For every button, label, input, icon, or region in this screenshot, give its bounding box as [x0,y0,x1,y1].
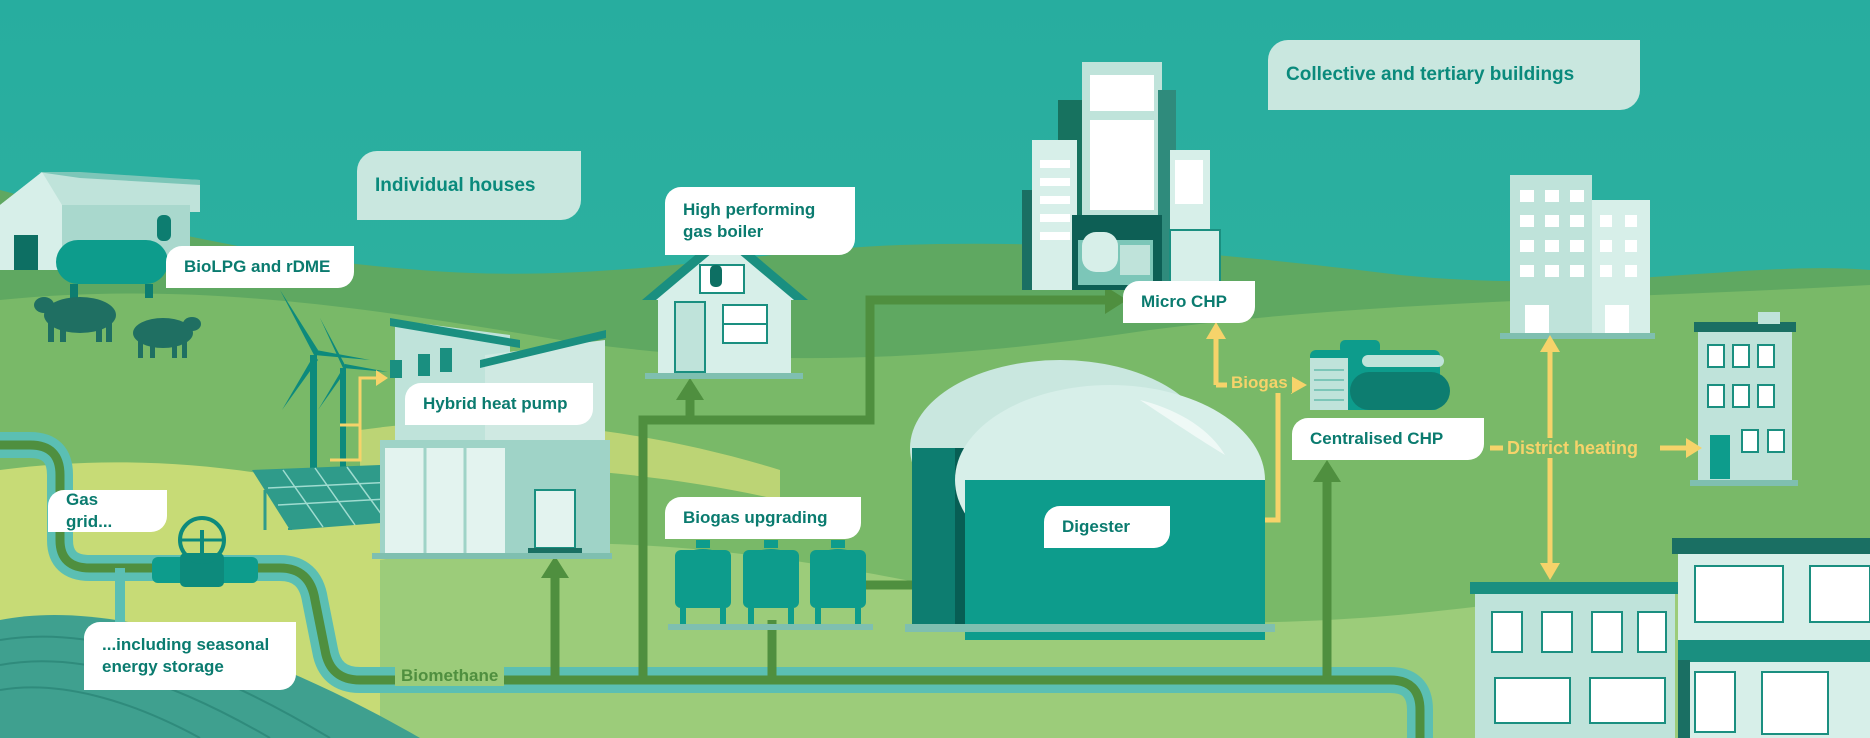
solar-panel-icon [252,465,420,530]
gas-valve-icon [152,516,258,587]
wind-turbine-icon [280,290,388,470]
cows-icon [34,297,201,358]
apartment-building-icon [1690,312,1798,486]
biogas-upgrading-label: Biogas upgrading [665,497,861,539]
digester-label: Digester [1044,506,1170,548]
biogas-flow-label: Biogas [1227,373,1292,393]
hybrid-heat-pump-label: Hybrid heat pump [405,383,593,425]
gas-boiler-house-icon [642,230,808,379]
office-buildings-icon [1500,175,1655,339]
gas-grid-label: Gas grid... [48,490,167,532]
biolpg-label: BioLPG and rDME [166,246,354,288]
biolpg-tank-icon [56,215,171,298]
seasonal-storage-label: ...including seasonal energy storage [84,622,296,690]
collective-buildings-heading: Collective and tertiary buildings [1268,40,1640,110]
gas-grid-pipe [0,432,1433,738]
individual-houses-heading: Individual houses [357,151,581,220]
large-buildings-icon [1470,538,1870,738]
biomethane-flow-label: Biomethane [395,666,505,686]
high-performing-boiler-label: High performing gas boiler [665,187,855,255]
micro-chp-label: Micro CHP [1123,281,1255,323]
biomethane-arrows [541,286,1341,578]
biogas-upgrading-tanks-icon [668,540,873,630]
hybrid-heat-pump-house-icon [372,318,612,559]
centralised-chp-label: Centralised CHP [1292,418,1484,460]
micro-chp-tower-icon [1022,62,1221,291]
district-heating-flow-label: District heating [1503,438,1643,458]
centralised-chp-icon [1310,340,1450,410]
